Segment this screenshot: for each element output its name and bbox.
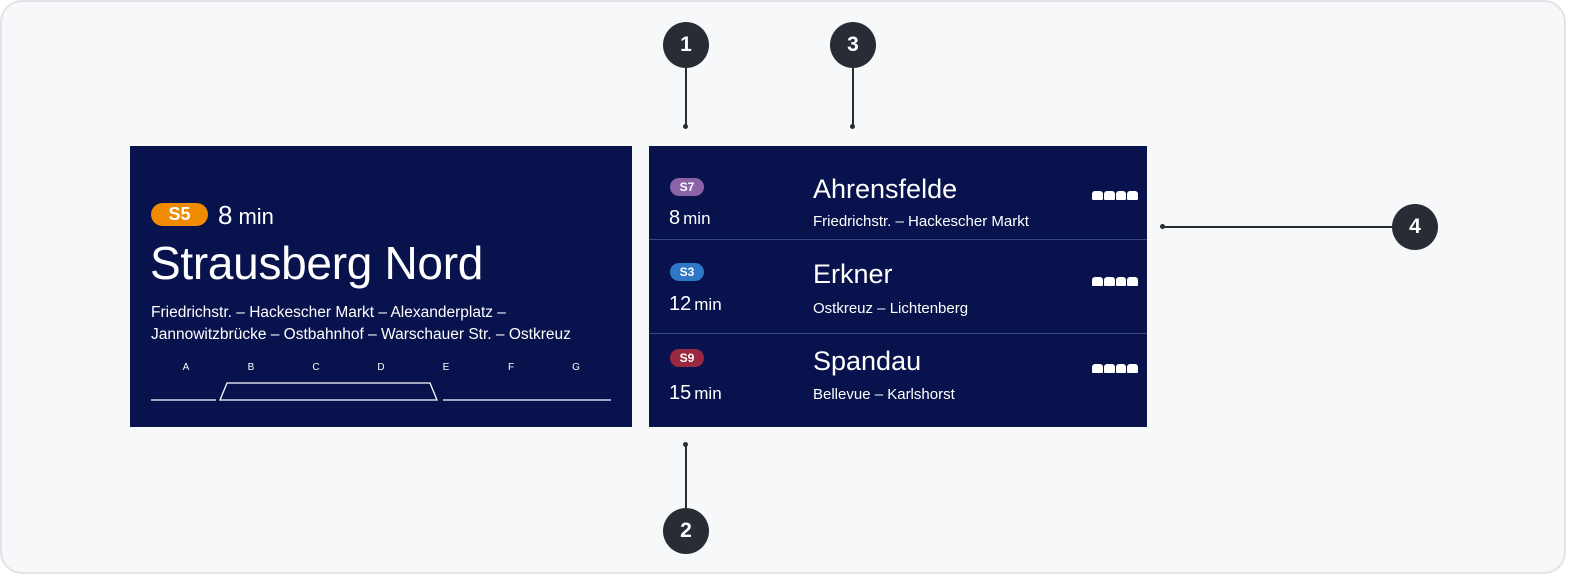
departure-destination: Spandau <box>813 346 922 376</box>
sector-label: E <box>442 362 450 373</box>
line-badge: S9 <box>670 349 704 367</box>
departure-via: Ostkreuz – Lichtenberg <box>813 300 969 317</box>
departure-via: Friedrichstr. – Hackescher Markt <box>813 213 1029 230</box>
main-destination: Strausberg Nord <box>150 237 483 289</box>
callout-1: 1 <box>663 22 709 68</box>
callout-4-anchor <box>1160 224 1165 229</box>
sector-label: F <box>507 362 515 373</box>
line-badge: S3 <box>670 263 704 281</box>
eta-unit: min <box>238 204 274 229</box>
callout-2-leader <box>685 445 687 508</box>
departure-destination: Erkner <box>813 259 893 289</box>
platform-diagram <box>151 382 611 401</box>
callout-3-leader <box>852 68 854 125</box>
eta-value: 8 <box>218 200 233 230</box>
eta-unit: min <box>694 384 722 403</box>
via-line-2: Jannowitzbrücke – Ostbahnhof – Warschaue… <box>151 326 571 343</box>
callout-4-leader <box>1163 226 1392 228</box>
train-cars-icon <box>1092 191 1138 201</box>
callout-2: 2 <box>663 508 709 554</box>
eta-value: 15 <box>669 382 692 404</box>
line-badge-s5: S5 <box>151 203 208 226</box>
callout-3: 3 <box>830 22 876 68</box>
sector-label: G <box>572 362 580 373</box>
sector-label: B <box>247 362 255 373</box>
callout-3-anchor <box>850 124 855 129</box>
via-line-1: Friedrichstr. – Hackescher Markt – Alexa… <box>151 304 506 321</box>
train-cars-icon <box>1092 364 1138 374</box>
main-via-stations: Friedrichstr. – Hackescher Markt – Alexa… <box>151 302 611 346</box>
callout-1-leader <box>685 68 687 125</box>
eta-value: 8 <box>669 207 681 229</box>
eta-unit: min <box>694 295 722 314</box>
callout-4: 4 <box>1392 204 1438 250</box>
eta-unit: min <box>683 209 711 228</box>
sector-label: D <box>377 362 385 373</box>
train-cars-icon <box>1092 277 1138 287</box>
sector-label: A <box>182 362 190 373</box>
callout-1-anchor <box>683 124 688 129</box>
sector-label: C <box>312 362 320 373</box>
train-position-icon <box>219 382 438 401</box>
departure-destination: Ahrensfelde <box>813 174 958 204</box>
eta-value: 12 <box>669 293 692 315</box>
departure-via: Bellevue – Karlshorst <box>813 386 955 403</box>
line-badge: S7 <box>670 178 704 196</box>
callout-2-anchor <box>683 442 688 447</box>
